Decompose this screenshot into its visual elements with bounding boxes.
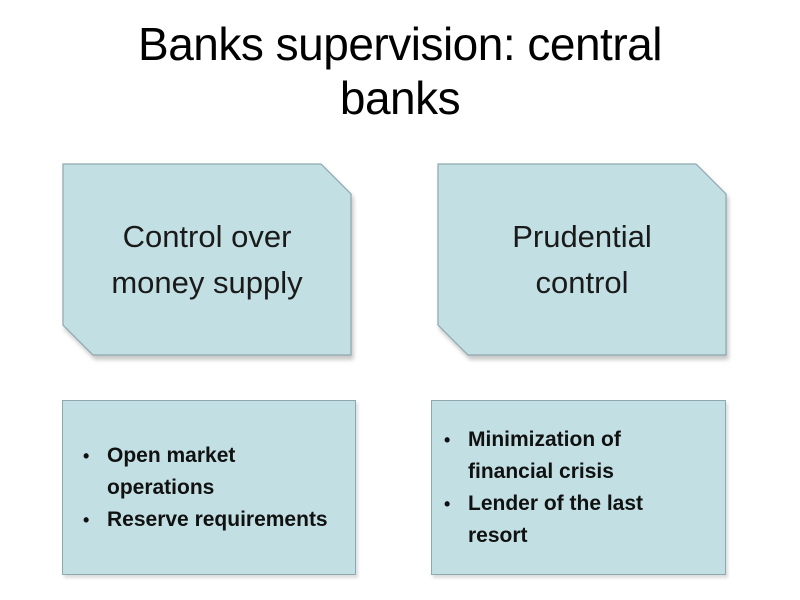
bullet-icon: • xyxy=(83,509,90,530)
list-item: • Minimization of financial crisis xyxy=(444,424,693,488)
bullet-text: Open market operations xyxy=(107,443,236,499)
box-label-text: Prudential control xyxy=(512,218,652,300)
bullet-list: • Open market operations • Reserve requi… xyxy=(83,440,337,536)
bullet-text: Reserve requirements xyxy=(107,507,328,531)
panel-prudential-tools: • Minimization of financial crisis • Len… xyxy=(431,400,726,575)
bullet-icon: • xyxy=(83,445,90,466)
bullet-list: • Minimization of financial crisis • Len… xyxy=(444,424,693,552)
bullet-icon: • xyxy=(444,493,451,514)
bullet-text: Minimization of financial crisis xyxy=(468,427,621,483)
box-prudential-control: Prudential control xyxy=(437,163,727,356)
snip-corner-shape xyxy=(437,163,727,356)
slide-title: Banks supervision: central banks xyxy=(138,18,662,124)
list-item: • Lender of the last resort xyxy=(444,488,693,552)
list-item: • Reserve requirements xyxy=(83,504,337,536)
box-control-over-money-supply: Control over money supply xyxy=(62,163,352,356)
bullet-icon: • xyxy=(444,429,451,450)
box-label-text: Control over money supply xyxy=(111,218,303,300)
bullet-text: Lender of the last resort xyxy=(468,491,644,547)
box-label-prudential-control: Prudential control xyxy=(437,163,727,356)
snip-corner-shape xyxy=(62,163,352,356)
box-label-control-over-money-supply: Control over money supply xyxy=(62,163,352,356)
panel-money-supply-tools: • Open market operations • Reserve requi… xyxy=(62,400,356,575)
list-item: • Open market operations xyxy=(83,440,337,504)
